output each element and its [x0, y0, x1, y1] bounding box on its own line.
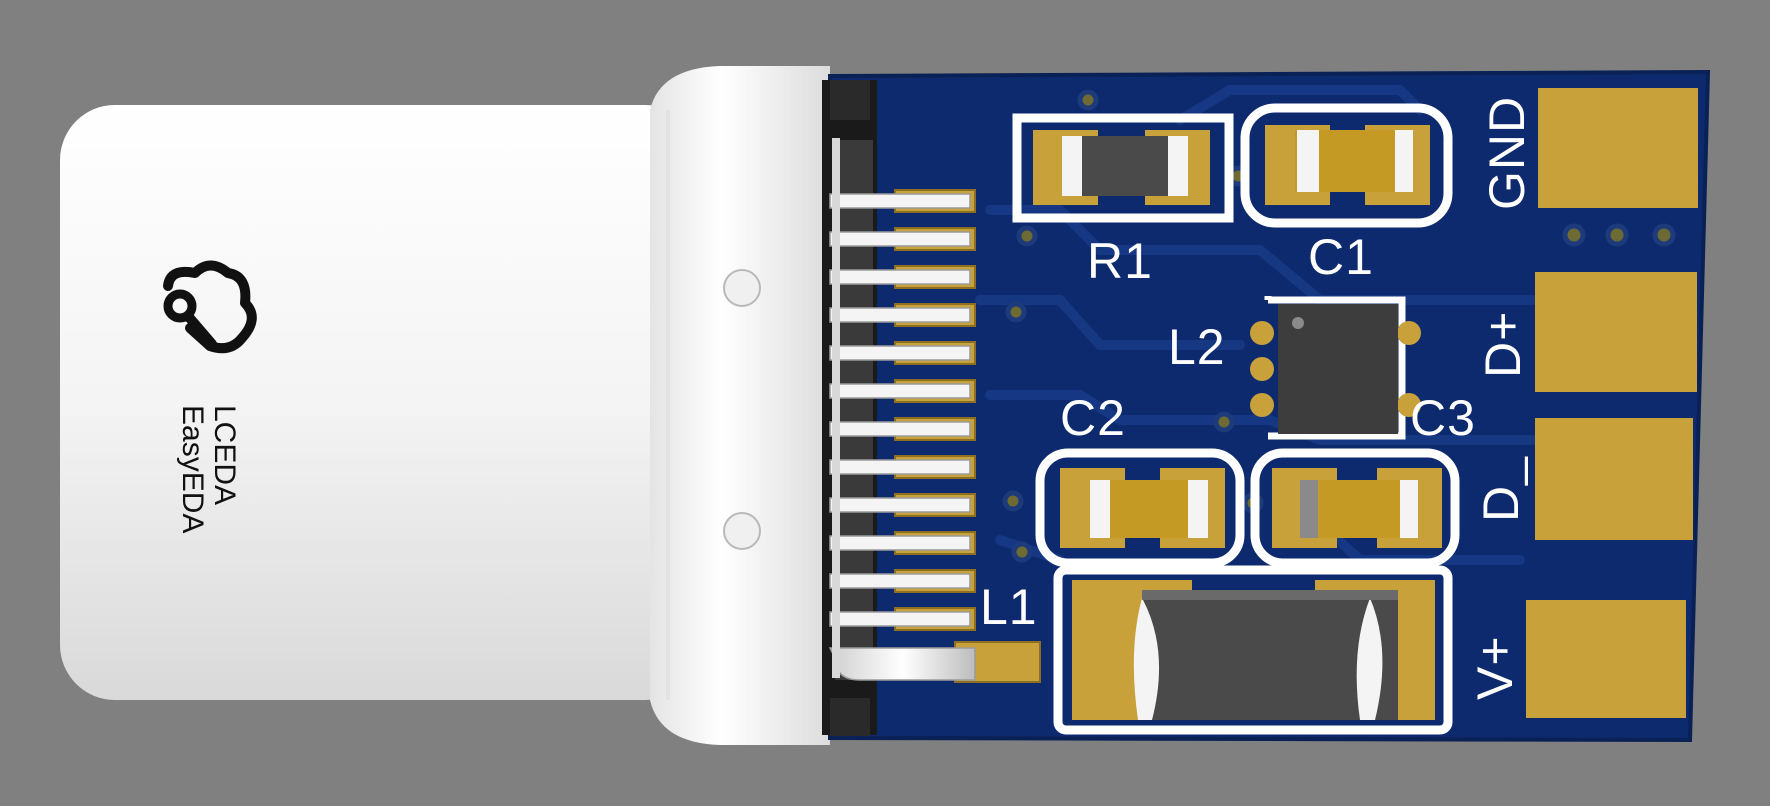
- l2-ic: [1250, 296, 1421, 440]
- silk-l2: L2: [1168, 319, 1226, 375]
- l1-inductor: [1053, 565, 1453, 735]
- silk-vplus: V+: [1467, 635, 1523, 700]
- mount-hole-bottom: [723, 512, 761, 550]
- silk-r1: R1: [1087, 233, 1153, 289]
- plug-collar: [650, 66, 830, 745]
- silk-c2: C2: [1060, 390, 1126, 446]
- logo-text-lceda: LCEDA: [208, 405, 241, 506]
- pad-dplus: [1535, 272, 1697, 392]
- c1-capacitor: [1240, 103, 1453, 228]
- mount-hole-top: [723, 269, 761, 307]
- logo-text-easyeda: EasyEDA: [176, 405, 210, 534]
- c2-capacitor: [1035, 448, 1245, 568]
- output-pads: [1526, 88, 1698, 718]
- silk-c3: C3: [1410, 390, 1476, 446]
- silk-dplus: D+: [1475, 310, 1531, 378]
- usb-c-contacts: [822, 80, 1041, 736]
- plug-body: [60, 105, 700, 700]
- silk-l1: L1: [980, 579, 1038, 635]
- usb-c-plug: [60, 66, 830, 745]
- pad-gnd: [1538, 88, 1698, 208]
- pad-dminus: [1535, 418, 1693, 540]
- logo-text-block: LCEDA EasyEDA: [176, 405, 242, 534]
- silk-dminus: D_: [1473, 456, 1529, 522]
- silk-gnd: GND: [1479, 95, 1535, 210]
- silk-c1: C1: [1308, 229, 1374, 285]
- pad-vplus: [1526, 600, 1686, 718]
- r1-resistor: [1012, 113, 1234, 223]
- easyeda-logo-icon: [163, 260, 257, 354]
- c3-capacitor: [1250, 448, 1460, 568]
